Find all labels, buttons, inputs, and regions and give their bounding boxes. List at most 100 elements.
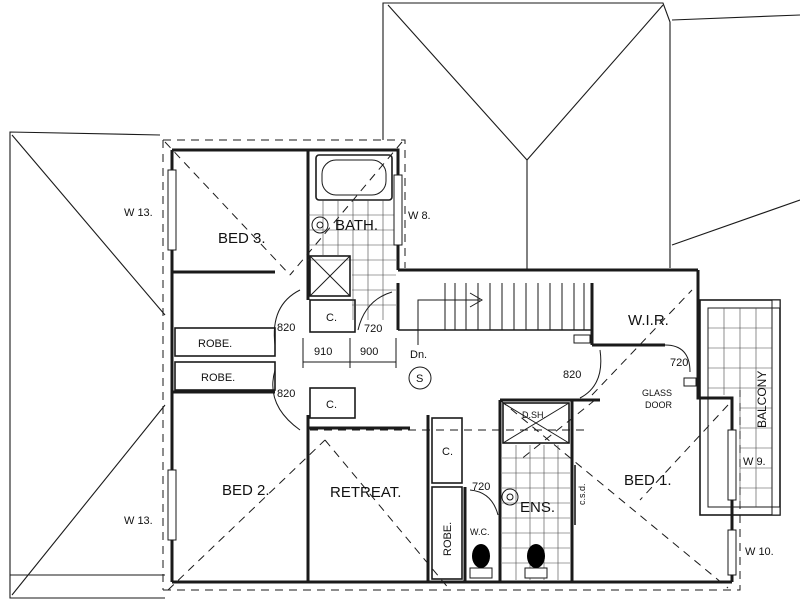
door-swing-bed2 — [272, 369, 301, 431]
balcony-post — [771, 506, 781, 516]
cupboard-box-1 — [309, 299, 356, 333]
room-label-balcony: BALCONY — [755, 371, 769, 428]
dim-label-820-upper: 820 — [277, 322, 295, 334]
glass-door-label-2: DOOR — [645, 400, 673, 410]
room-label-bed1: BED 1. — [624, 472, 672, 489]
roof-left-outline — [9, 131, 165, 599]
bathtub-inner — [321, 159, 387, 196]
hip-bed2-b — [324, 439, 451, 591]
balcony-tiles — [708, 308, 772, 507]
roof-left-hip-lower — [11, 404, 166, 596]
cupboard-box-3 — [431, 417, 463, 484]
dimension-lines — [302, 338, 397, 368]
shower-cross — [309, 255, 351, 297]
glass-door-label-1: GLASS — [642, 388, 672, 398]
dim-label-720-bath: 720 — [364, 323, 382, 335]
walls — [170, 148, 734, 584]
balcony — [699, 299, 781, 516]
dim-label-900: 900 — [360, 346, 378, 358]
robe-label-lower: ROBE. — [201, 372, 235, 384]
roof-top-center — [382, 2, 671, 268]
wc-toilet-bowl — [472, 544, 490, 568]
stair-down-label: Dn. — [410, 349, 427, 361]
window-label-w8: W 8. — [408, 210, 431, 222]
dsh-label: D.SH. — [522, 410, 546, 420]
room-label-ens: ENS. — [520, 499, 555, 516]
door-swing-bath — [357, 291, 393, 331]
balcony-post — [771, 299, 781, 309]
ens-shower-cross — [502, 402, 570, 444]
roof-ridge-right — [526, 4, 664, 161]
door-swing-bed3 — [273, 289, 301, 346]
csd-label: c.s.d. — [577, 483, 587, 505]
window-label-w9: W 9. — [743, 456, 766, 468]
cupboard-box-2 — [309, 387, 356, 419]
balcony-outline — [699, 299, 781, 516]
dim-label-820-lower: 820 — [277, 388, 295, 400]
bath-shower — [309, 255, 351, 297]
wall-right-upper — [696, 270, 734, 582]
dim-label-720-wc: 720 — [472, 481, 490, 493]
room-label-bath: BATH. — [335, 217, 378, 234]
ens-toilet-cistern — [524, 567, 548, 579]
roof-left-hip-upper — [11, 134, 166, 316]
wc-toilet-cistern — [469, 567, 493, 579]
cupboard-label-3: C. — [442, 446, 453, 458]
cupboard-label-2: C. — [326, 399, 337, 411]
eave-upper-left — [163, 139, 406, 268]
ens-toilet-bowl — [527, 544, 545, 568]
stair-arrow-head — [469, 292, 483, 308]
dim-label-910: 910 — [314, 346, 332, 358]
roof-outlines — [9, 2, 800, 599]
window-w8[interactable] — [393, 174, 403, 246]
wc-label: W.C. — [470, 527, 490, 537]
bathtub — [315, 154, 393, 201]
hip-bed1-a — [499, 399, 729, 589]
door-swing-bed1 — [579, 349, 602, 399]
robe-lower-box — [174, 361, 276, 391]
door-swing-wc — [469, 489, 499, 516]
window-label-w10: W 10. — [745, 546, 774, 558]
robe-label-upper: ROBE. — [198, 338, 232, 350]
door-swing-wir — [664, 344, 691, 373]
window-w9[interactable] — [727, 429, 737, 501]
windows — [167, 169, 737, 576]
dim-label-820-bed1: 820 — [563, 369, 581, 381]
hip-wir — [591, 289, 693, 396]
wall-outer-top — [172, 148, 400, 270]
room-label-wir: W.I.R. — [628, 312, 669, 329]
cupboard-label-1: C. — [326, 312, 337, 324]
ens-basin-drain — [506, 493, 514, 501]
glass-door-frame — [683, 377, 697, 387]
ensuite-shower — [502, 402, 570, 444]
smoke-detector-icon — [408, 366, 432, 390]
eaves-outline — [162, 139, 741, 591]
bath-tiles — [308, 200, 396, 320]
bathroom-fixtures — [308, 154, 396, 320]
window-w13-upper[interactable] — [167, 169, 177, 251]
robe-label-vertical: ROBE. — [442, 522, 454, 556]
hip-bed1-b — [519, 399, 596, 461]
dim-label-720-wir: 720 — [670, 357, 688, 369]
labels: BED 3. BATH. BED 2. RETREAT. ENS. BED 1.… — [124, 207, 774, 558]
roof-edge-top-right — [671, 14, 800, 21]
hip-bed3-a — [164, 141, 291, 276]
bath-basin — [311, 216, 329, 234]
room-label-retreat: RETREAT. — [330, 484, 401, 501]
window-label-w13-lower: W 13. — [124, 515, 153, 527]
room-label-bed2: BED 2. — [222, 482, 270, 499]
hip-bed2-a — [167, 439, 326, 591]
room-label-bed3: BED 3. — [218, 230, 266, 247]
window-w10[interactable] — [727, 529, 737, 576]
window-w13-lower[interactable] — [167, 469, 177, 541]
eave-bottom-right — [163, 390, 741, 591]
doors — [272, 289, 697, 516]
robe-vertical-box — [431, 486, 463, 580]
smoke-detector-label: S — [416, 373, 423, 385]
wir-rail — [573, 334, 591, 344]
roof-ridge-left — [387, 4, 528, 161]
staircase[interactable] — [417, 283, 585, 345]
stair-arrow-line — [417, 299, 480, 345]
roof-edge-mid-right — [671, 199, 800, 246]
